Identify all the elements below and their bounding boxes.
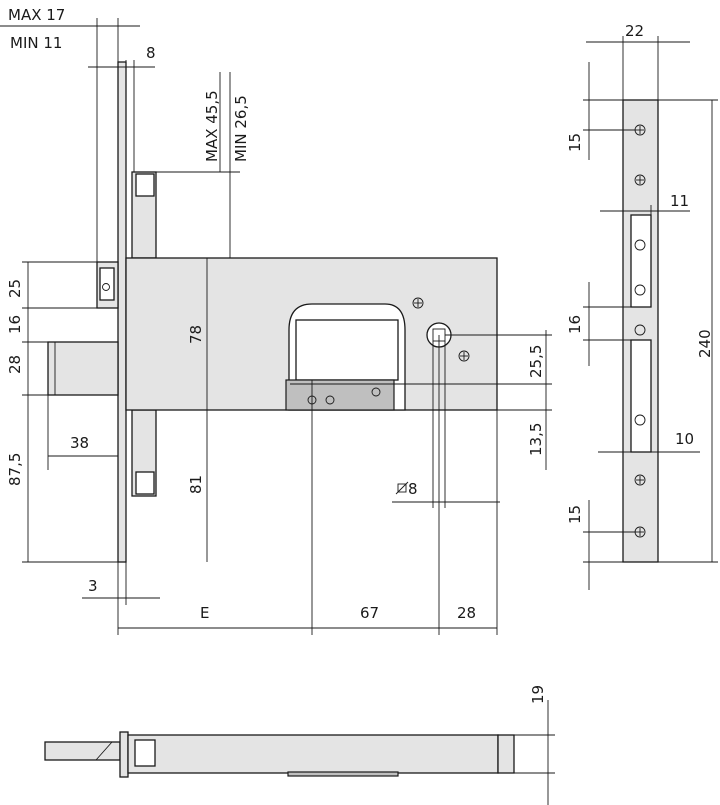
side-dimension-lines	[498, 700, 555, 805]
label-13-5: 13,5	[527, 423, 545, 456]
lock-front-view	[47, 61, 498, 563]
side-case	[127, 734, 499, 774]
strike-slot-upper	[630, 214, 652, 308]
strike-plate-body	[622, 99, 659, 563]
screw-icon	[458, 350, 470, 362]
label-10: 10	[675, 430, 694, 448]
label-8: 8	[146, 44, 156, 62]
strike-plate	[622, 99, 659, 563]
strike-screw-icon	[634, 124, 646, 136]
label-28-bottom: 28	[457, 604, 476, 622]
upper-rod-tip	[135, 173, 155, 197]
strike-screw-icon	[634, 474, 646, 486]
label-3: 3	[88, 577, 98, 595]
label-max-45-5: MAX 45,5	[203, 90, 221, 162]
side-end-block	[497, 734, 515, 774]
label-28: 28	[6, 355, 24, 374]
cam-screw-icon	[325, 395, 335, 405]
label-strike-15-bottom: 15	[566, 505, 584, 524]
label-67: 67	[360, 604, 379, 622]
strike-screw-icon	[634, 526, 646, 538]
cam-block	[285, 379, 395, 411]
screw-icon	[412, 297, 424, 309]
label-min-11: MIN 11	[10, 34, 62, 52]
cylinder-insert	[295, 319, 399, 381]
faceplate	[117, 61, 127, 563]
dimension-labels: MAX 17 MIN 11 8 MAX 45,5 MIN 26,5 25 16 …	[6, 6, 714, 704]
dimension-lines	[0, 18, 552, 635]
cam-screw-icon	[371, 387, 381, 397]
label-25-5: 25,5	[527, 345, 545, 378]
spindle-square-icon	[395, 481, 409, 495]
side-latch-window	[134, 739, 156, 767]
label-81: 81	[187, 475, 205, 494]
label-e: E	[200, 604, 209, 622]
label-max-17: MAX 17	[8, 6, 65, 24]
strike-screw-icon	[634, 174, 646, 186]
label-16: 16	[6, 315, 24, 334]
label-min-26-5: MIN 26,5	[232, 95, 250, 162]
label-strike-15-top: 15	[566, 133, 584, 152]
strike-screw-icon	[634, 239, 646, 251]
label-19: 19	[529, 685, 547, 704]
strike-screw-icon	[634, 414, 646, 426]
label-11: 11	[670, 192, 689, 210]
lock-side-view	[44, 731, 515, 778]
label-spindle-8: 8	[408, 480, 418, 498]
strike-screw-icon	[634, 284, 646, 296]
strike-slot-lower	[630, 339, 652, 453]
side-faceplate	[119, 731, 129, 778]
lower-rod-tip	[135, 471, 155, 495]
side-mount-strip	[287, 771, 399, 777]
label-87-5: 87,5	[6, 453, 24, 486]
side-bolt	[44, 741, 121, 761]
latch-screw-icon	[102, 283, 110, 291]
deadbolt	[47, 341, 119, 396]
label-240: 240	[696, 329, 714, 358]
label-strike-16: 16	[566, 315, 584, 334]
label-78: 78	[187, 325, 205, 344]
strike-dimension-lines	[583, 36, 718, 590]
label-22: 22	[625, 22, 644, 40]
strike-screw-icon	[634, 324, 646, 336]
label-38: 38	[70, 434, 89, 452]
label-25: 25	[6, 279, 24, 298]
